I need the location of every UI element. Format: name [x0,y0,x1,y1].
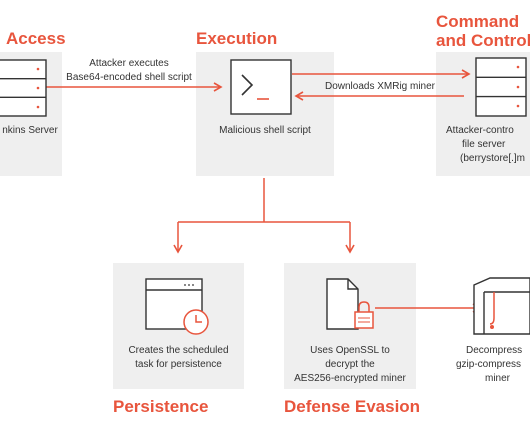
heading-command-and-control: Command and Control [436,12,530,50]
heading-c2-line1: Command [436,12,520,31]
decompress-label: Decompress gzip-compress miner [456,344,530,386]
locked-file-icon [326,278,374,330]
arrow-execution-branch [173,178,355,254]
c2-label-line3: (berrystore[.]m [460,153,526,164]
heading-c2-line2: and Control [436,31,530,50]
server-icon [0,59,47,117]
decompress-line1: Decompress [466,345,523,356]
edge-label-download-miner: Downloads XMRig miner [324,81,436,92]
edge-label-execute-script: Attacker executes Base64-encoded shell s… [62,57,196,85]
terminal-icon [230,59,292,115]
heading-execution: Execution [196,29,278,48]
persistence-line1: Creates the scheduled [128,345,229,356]
heading-persistence: Persistence [113,397,209,416]
defense-evasion-label: Uses OpenSSL to decrypt the AES256-encry… [284,344,416,386]
evasion-line3: AES256-encrypted miner [294,373,406,384]
decompress-line2: gzip-compress [456,359,522,370]
heading-defense-evasion: Defense Evasion [284,397,421,416]
decompress-line3: miner [485,373,511,384]
persistence-label: Creates the scheduled task for persisten… [113,344,244,372]
folder-icon [473,277,530,335]
edge-label-line2: Base64-encoded shell script [66,72,192,83]
c2-server-label: Attacker-contro file server (berrystore[… [446,124,530,166]
evasion-line1: Uses OpenSSL to [310,345,390,356]
persistence-line2: task for persistence [135,359,222,370]
edge-label-line1: Attacker executes [89,58,169,69]
c2-label-line2: file server [462,139,506,150]
heading-initial-access: Access [6,29,66,48]
evasion-line2: decrypt the [325,359,375,370]
jenkins-server-label: nkins Server [2,125,58,136]
c2-server-icon [475,57,527,117]
malicious-script-label: Malicious shell script [219,125,311,136]
browser-clock-icon [145,278,209,335]
c2-label-line1: Attacker-contro [446,125,514,136]
